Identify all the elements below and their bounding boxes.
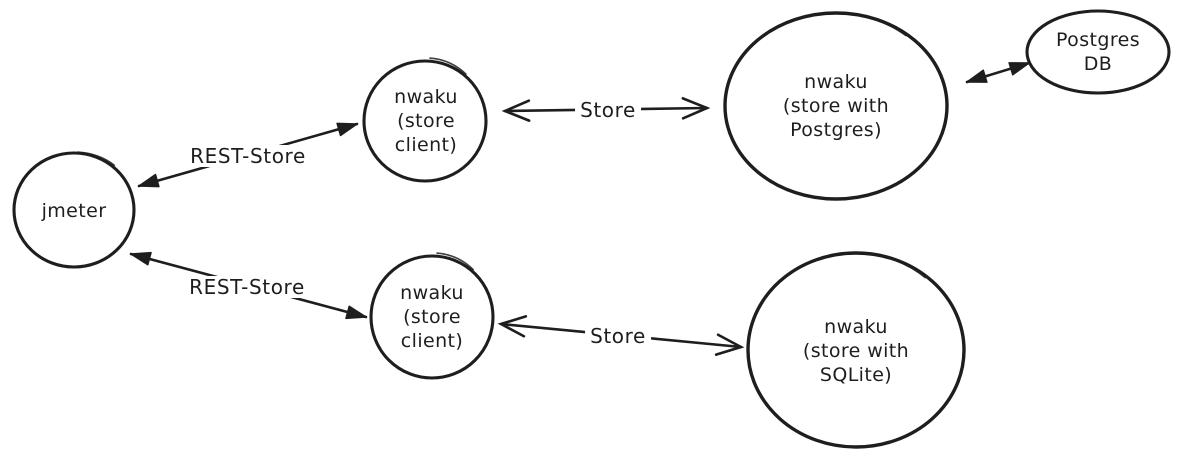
edge-postgres-link bbox=[965, 61, 1031, 84]
node-postgres-db bbox=[1025, 9, 1171, 95]
node-store-postgres bbox=[723, 11, 949, 201]
edge-store-top bbox=[501, 97, 711, 122]
edge-rest-store-top bbox=[137, 122, 359, 188]
edge-store-bottom bbox=[497, 315, 745, 356]
node-store-client-bottom bbox=[369, 254, 495, 380]
node-jmeter bbox=[12, 151, 136, 269]
edge-rest-store-bottom bbox=[129, 251, 368, 320]
node-store-sqlite bbox=[746, 251, 966, 449]
node-store-client-top bbox=[362, 59, 488, 183]
